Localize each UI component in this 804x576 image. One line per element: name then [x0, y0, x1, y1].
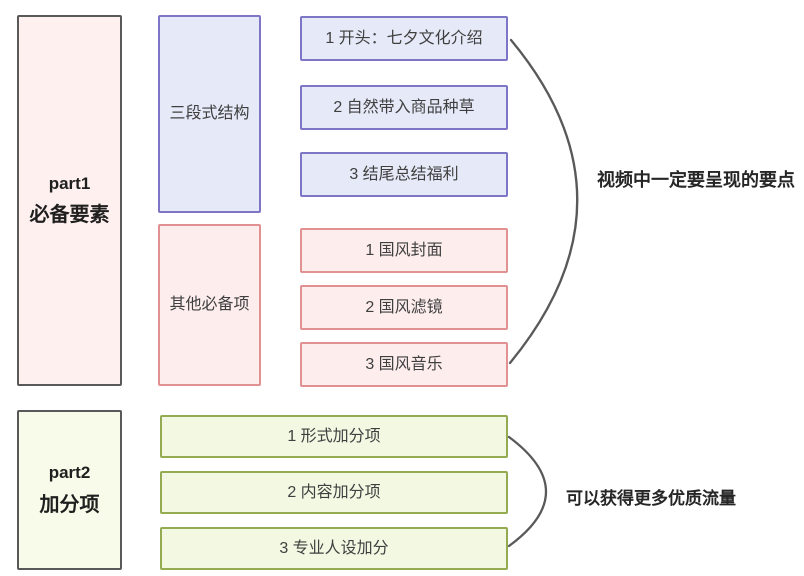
other-item-3: 3 国风音乐 — [300, 342, 508, 387]
bonus-item-1: 1 形式加分项 — [160, 415, 508, 458]
structure-item-2: 2 自然带入商品种草 — [300, 85, 508, 130]
part2-subtitle: 加分项 — [39, 493, 100, 516]
bonus-item-2: 2 内容加分项 — [160, 471, 508, 514]
structure-item-1: 1 开头：七夕文化介绍 — [300, 16, 508, 61]
annotation-key-points: 视频中一定要呈现的要点 — [597, 170, 795, 190]
other-item-1: 1 国风封面 — [300, 228, 508, 273]
other-item-2: 2 国风滤镜 — [300, 285, 508, 330]
structure-group-box: 三段式结构 — [158, 15, 261, 213]
part1-box: part1 必备要素 — [17, 15, 122, 386]
other-group-box: 其他必备项 — [158, 224, 261, 386]
part1-subtitle: 必备要素 — [29, 204, 110, 227]
part1-title: part1 — [48, 173, 91, 193]
structure-item-3: 3 结尾总结福利 — [300, 152, 508, 197]
top-brace-arc — [508, 38, 579, 365]
part2-box: part2 加分项 — [17, 410, 122, 570]
bonus-item-3: 3 专业人设加分 — [160, 527, 508, 570]
annotation-traffic: 可以获得更多优质流量 — [566, 489, 736, 508]
bottom-brace-arc — [507, 435, 547, 548]
part2-title: part2 — [48, 463, 91, 483]
